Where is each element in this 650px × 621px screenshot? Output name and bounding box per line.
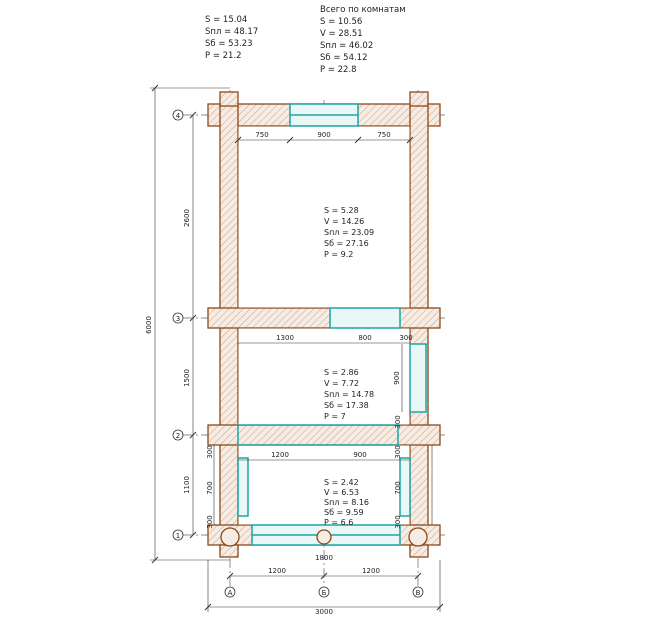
dim-label: 1100 — [183, 476, 191, 494]
axis-col-label: А — [228, 589, 233, 597]
post — [316, 529, 332, 545]
room-2-areas: S = 2.86 V = 7.72 Sпл = 14.78 Sб = 17.38… — [324, 368, 374, 421]
room-area-line: Sпл = 14.78 — [324, 390, 374, 399]
dim-label: 750 — [255, 131, 268, 139]
dim-label: 300 — [206, 515, 214, 528]
room-2-floor — [237, 327, 411, 426]
openings — [237, 103, 427, 546]
axis-bubbles — [172, 109, 424, 598]
summary-left: S = 15.04 Sпл = 48.17 Sб = 53.23 P = 21.… — [205, 15, 258, 61]
room-1-areas: S = 5.28 V = 14.26 Sпл = 23.09 Sб = 27.1… — [324, 206, 374, 259]
summary-right-line: P = 22.8 — [320, 65, 357, 75]
axis-col-label: Б — [322, 589, 327, 597]
room-area-line: Sб = 9.59 — [324, 508, 364, 517]
room-area-line: V = 7.72 — [324, 379, 359, 388]
dim-label: 300 — [206, 445, 214, 458]
room-area-line: V = 14.26 — [324, 217, 364, 226]
dim-label: 750 — [377, 131, 390, 139]
dimension-ticks — [151, 84, 444, 611]
dim-label: 1800 — [315, 554, 333, 562]
dimension-labels: 750 900 750 6000 2600 1500 1100 1300 800… — [145, 131, 413, 616]
post — [220, 527, 240, 547]
dim-label: 300 — [399, 334, 412, 342]
axis-labels: 4 3 2 1 А Б В — [176, 112, 421, 597]
dim-label-overall-height: 6000 — [145, 316, 153, 334]
dim-label-overall-width: 3000 — [315, 608, 333, 616]
dim-label: 700 — [394, 481, 402, 494]
summary-left-line: Sпл = 48.17 — [205, 27, 258, 37]
log-end — [219, 544, 239, 558]
room-area-line: S = 2.86 — [324, 368, 359, 377]
window-right-room-3 — [399, 457, 411, 517]
room-area-line: Sпл = 8.16 — [324, 498, 369, 507]
summary-left-line: S = 15.04 — [205, 15, 247, 25]
post — [408, 527, 428, 547]
room-area-line: Sб = 27.16 — [324, 239, 369, 248]
summary-right-title: Всего по комнатам — [320, 5, 406, 15]
dim-label: 1200 — [362, 567, 380, 575]
axis-row-label: 1 — [176, 532, 180, 540]
window-left-room-3 — [237, 457, 249, 517]
room-area-line: P = 9.2 — [324, 250, 353, 259]
door-row-3 — [329, 307, 401, 329]
summary-left-line: P = 21.2 — [205, 51, 242, 61]
summary-right-line: V = 28.51 — [320, 29, 363, 39]
dim-label: 300 — [394, 515, 402, 528]
dim-label: 2600 — [183, 209, 191, 227]
log-end — [409, 544, 429, 558]
summary-right: Всего по комнатам S = 10.56 V = 28.51 Sп… — [320, 5, 406, 75]
dim-label: 1200 — [268, 567, 286, 575]
axis-row-label: 2 — [176, 432, 180, 440]
room-area-line: V = 6.53 — [324, 488, 359, 497]
summary-right-line: Sб = 54.12 — [320, 53, 368, 63]
log-end — [219, 91, 239, 107]
room-area-line: Sпл = 23.09 — [324, 228, 374, 237]
room-area-line: P = 6.6 — [324, 518, 353, 527]
room-area-line: S = 2.42 — [324, 478, 359, 487]
dim-label: 800 — [358, 334, 371, 342]
dim-label: 1300 — [276, 334, 294, 342]
wall-row-3 — [207, 307, 441, 329]
dim-label: 300 — [394, 415, 402, 428]
room-3-areas: S = 2.42 V = 6.53 Sпл = 8.16 Sб = 9.59 P… — [324, 478, 369, 527]
dim-label: 1500 — [183, 369, 191, 387]
window-right-room-2 — [409, 343, 427, 413]
log-end — [409, 91, 429, 107]
summary-right-line: Sпл = 46.02 — [320, 41, 373, 51]
summary-right-line: S = 10.56 — [320, 17, 362, 27]
posts — [220, 527, 428, 547]
dim-label: 1200 — [271, 451, 289, 459]
opening-row-2 — [237, 424, 399, 446]
dim-label: 900 — [353, 451, 366, 459]
room-area-line: S = 5.28 — [324, 206, 359, 215]
dim-label: 700 — [206, 481, 214, 494]
dim-label: 900 — [317, 131, 330, 139]
axis-col-label: В — [416, 589, 421, 597]
room-area-line: Sб = 17.38 — [324, 401, 369, 410]
summary-left-line: Sб = 53.23 — [205, 39, 253, 49]
axis-row-label: 4 — [176, 112, 181, 120]
axis-row-label: 3 — [176, 315, 180, 323]
dim-label: 300 — [394, 445, 402, 458]
dim-label: 900 — [393, 371, 401, 384]
wall-row-2 — [207, 424, 441, 446]
room-area-line: P = 7 — [324, 412, 346, 421]
